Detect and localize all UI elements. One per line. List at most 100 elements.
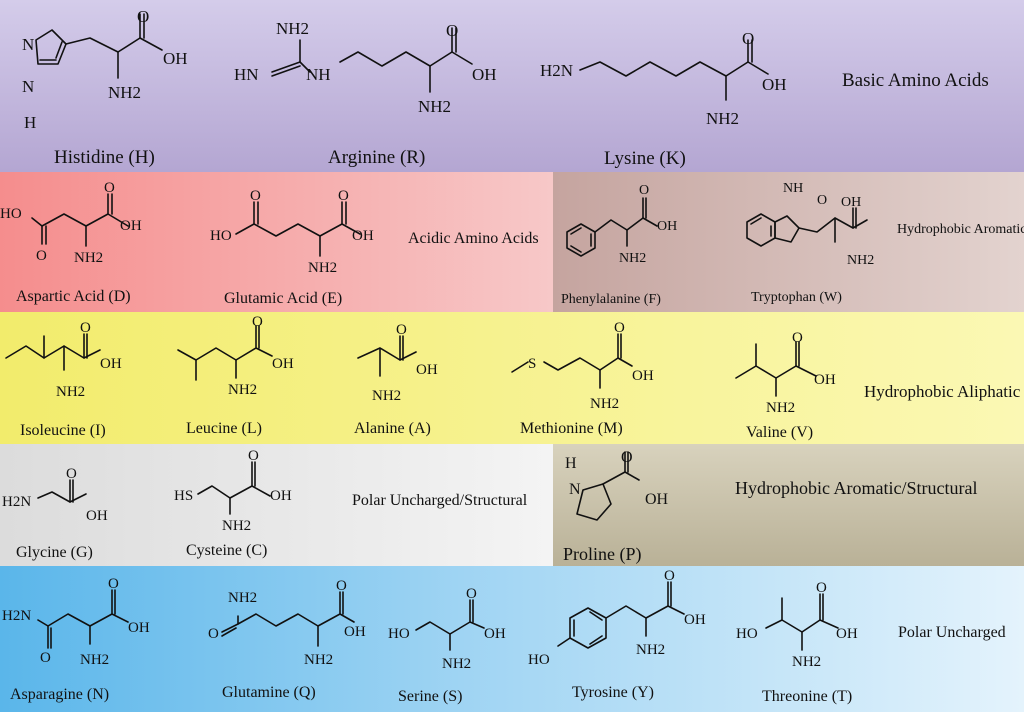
hydrophobic-aromatic-structural-band: Hydrophobic Aromatic/Structural Proline …	[553, 444, 1024, 566]
cysteine-oh-atom: OH	[270, 488, 292, 504]
asparagine-name: Asparagine (N)	[10, 686, 110, 703]
glutamine-structure: NH2 O O OH NH2	[208, 578, 366, 668]
basic-group-label: Basic Amino Acids	[842, 70, 989, 91]
serine-oh-atom: OH	[484, 626, 506, 642]
tyrosine-nh2-atom: NH2	[636, 642, 665, 658]
acidic-band: Acidic Amino Acids Aspartic Acid (D) Glu…	[0, 172, 553, 312]
leucine-o-atom: O	[252, 314, 263, 330]
histidine-nh2-atom: NH2	[108, 83, 141, 102]
tryptophan-nh2-atom: NH2	[847, 253, 874, 268]
lysine-name: Lysine (K)	[604, 148, 686, 169]
cysteine-hs-atom: HS	[174, 488, 193, 504]
aspartic-oh-atom: OH	[120, 218, 142, 234]
lysine-structure: H2N O OH NH2	[540, 29, 787, 128]
arginine-structure: NH2 HN NH O OH NH2	[234, 19, 497, 116]
glycine-h2n-atom: H2N	[2, 494, 31, 510]
threonine-oh-atom: OH	[836, 626, 858, 642]
tyrosine-oh-atom: OH	[684, 612, 706, 628]
histidine-n-atom: N	[22, 35, 34, 54]
acidic-group-label: Acidic Amino Acids	[408, 230, 539, 247]
valine-o-atom: O	[792, 330, 803, 346]
methionine-structure: S O OH NH2	[511, 320, 654, 412]
glutamic-acid-structure: HO O O OH NH2	[210, 188, 374, 276]
aspartic-o-right: O	[104, 180, 115, 196]
glutamine-nh2-top: NH2	[228, 590, 257, 606]
glutamine-o-right: O	[336, 578, 347, 594]
methionine-nh2-atom: NH2	[590, 396, 619, 412]
lysine-oh-atom: OH	[762, 75, 787, 94]
glutamine-name: Glutamine (Q)	[222, 684, 316, 701]
glutamic-o-left: O	[250, 188, 261, 204]
proline-name: Proline (P)	[563, 544, 642, 564]
hydrophobic-aromatic-band: Hydrophobic Aromatic Phenylalanine (F) T…	[553, 172, 1024, 312]
aspartic-o-left: O	[36, 248, 47, 264]
arginine-oh-atom: OH	[472, 65, 497, 84]
alanine-oh-atom: OH	[416, 362, 438, 378]
leucine-structure: O OH NH2	[177, 314, 294, 398]
asparagine-h2n-atom: H2N	[2, 608, 31, 624]
hydrophobic-aliphatic-group-label: Hydrophobic Aliphatic	[864, 382, 1021, 401]
tryptophan-name: Tryptophan (W)	[751, 290, 842, 305]
hydrophobic-aromatic-group-label: Hydrophobic Aromatic	[897, 222, 1024, 237]
tryptophan-oh-atom: OH	[841, 195, 861, 210]
threonine-nh2-atom: NH2	[792, 654, 821, 670]
histidine-nh-atom: N	[22, 77, 34, 96]
threonine-name: Threonine (T)	[762, 688, 853, 705]
tryptophan-structure: NH O OH NH2	[746, 181, 874, 268]
lysine-h2n-atom: H2N	[540, 61, 573, 80]
asparagine-oh-atom: OH	[128, 620, 150, 636]
alanine-structure: O OH NH2	[357, 322, 438, 404]
histidine-o-atom: O	[137, 7, 149, 26]
arginine-name: Arginine (R)	[328, 147, 426, 168]
glutamic-acid-name: Glutamic Acid (E)	[224, 290, 343, 307]
cysteine-o-atom: O	[248, 448, 259, 464]
valine-nh2-atom: NH2	[766, 400, 795, 412]
methionine-name: Methionine (M)	[520, 420, 623, 437]
aspartic-nh2-atom: NH2	[74, 250, 103, 266]
threonine-o-atom: O	[816, 580, 827, 596]
tyrosine-o-atom: O	[664, 568, 675, 584]
tryptophan-nh-atom: NH	[783, 181, 803, 196]
cysteine-name: Cysteine (C)	[186, 542, 268, 559]
aspartic-acid-name: Aspartic Acid (D)	[16, 288, 131, 305]
glycine-oh-atom: OH	[86, 508, 108, 524]
phenylalanine-structure: O OH NH2	[566, 183, 677, 266]
histidine-structure: N N H O OH NH2	[22, 7, 188, 132]
tyrosine-name: Tyrosine (Y)	[572, 684, 654, 701]
isoleucine-oh-atom: OH	[100, 356, 122, 372]
tyrosine-structure: HO O OH NH2	[528, 568, 706, 668]
serine-ho-atom: HO	[388, 626, 410, 642]
alanine-nh2-atom: NH2	[372, 388, 401, 404]
threonine-ho-atom: HO	[736, 626, 758, 642]
serine-name: Serine (S)	[398, 688, 463, 705]
serine-o-atom: O	[466, 586, 477, 602]
aspartic-ho-atom: HO	[0, 206, 22, 222]
glutamic-ho-atom: HO	[210, 228, 232, 244]
proline-h-atom: H	[565, 455, 577, 472]
histidine-h-atom: H	[24, 113, 36, 132]
proline-n-atom: N	[569, 481, 581, 498]
tryptophan-o-atom: O	[817, 193, 827, 208]
histidine-oh-atom: OH	[163, 49, 188, 68]
aspartic-acid-structure: HO O O OH NH2	[0, 180, 142, 266]
valine-name: Valine (V)	[746, 424, 814, 441]
tyrosine-ho-atom: HO	[528, 652, 550, 668]
methionine-oh-atom: OH	[632, 368, 654, 384]
glutamic-oh-atom: OH	[352, 228, 374, 244]
isoleucine-nh2-atom: NH2	[56, 384, 85, 400]
leucine-oh-atom: OH	[272, 356, 294, 372]
histidine-name: Histidine (H)	[54, 147, 155, 168]
cysteine-structure: HS O OH NH2	[174, 448, 292, 534]
hydrophobic-aliphatic-band: Hydrophobic Aliphatic Isoleucine (I) Leu…	[0, 312, 1024, 444]
glutamic-o-right: O	[338, 188, 349, 204]
phenylalanine-name: Phenylalanine (F)	[561, 292, 661, 307]
proline-structure: H N O OH	[565, 449, 669, 521]
alanine-name: Alanine (A)	[354, 420, 431, 437]
basic-band: Basic Amino Acids Histidine (H) Arginine…	[0, 0, 1024, 172]
arginine-nh2-top: NH2	[276, 19, 309, 38]
alanine-o-atom: O	[396, 322, 407, 338]
glutamine-nh2-atom: NH2	[304, 652, 333, 668]
polar-uncharged-group-label: Polar Uncharged	[898, 624, 1006, 641]
serine-nh2-atom: NH2	[442, 656, 471, 672]
